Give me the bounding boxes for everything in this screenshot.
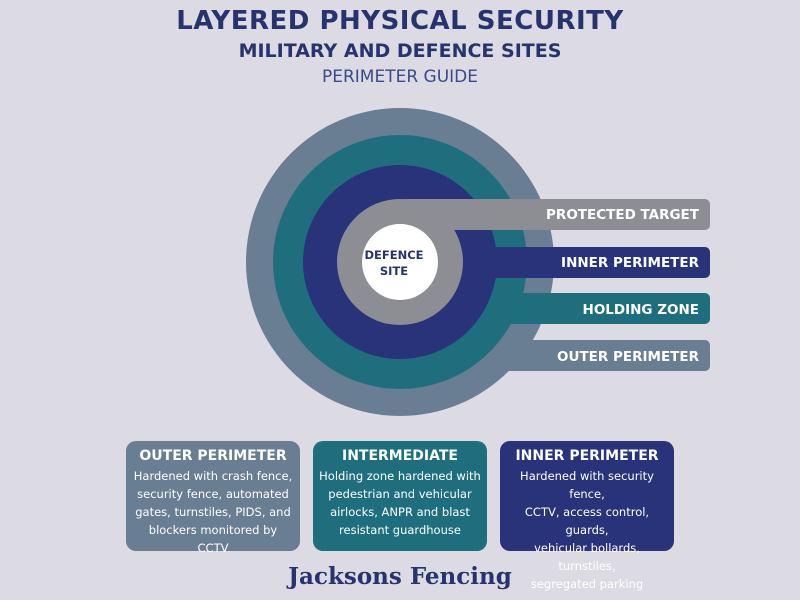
brand-logo-text: Jacksons Fencing xyxy=(288,563,512,590)
center-label-line2: SITE xyxy=(380,264,408,278)
card-title: OUTER PERIMETER xyxy=(139,448,287,464)
outer-perimeter-card: OUTER PERIMETER Hardened with crash fenc… xyxy=(126,441,300,555)
defence-site-center xyxy=(362,224,438,300)
outer-perimeter-label: OUTER PERIMETER xyxy=(557,349,700,365)
card-line: blockers monitored by CCTV xyxy=(148,523,278,555)
inner-perimeter-card: INNER PERIMETER Hardened with security f… xyxy=(500,441,674,591)
card-line: CCTV, access control, guards, xyxy=(524,505,650,537)
page-subtitle-secondary: PERIMETER GUIDE xyxy=(321,67,479,87)
inner-perimeter-tab xyxy=(400,247,710,278)
card-body: Holding zone hardened with pedestrian an… xyxy=(313,467,487,539)
protected-target-label: PROTECTED TARGET xyxy=(546,207,700,223)
holding-zone-label: HOLDING ZONE xyxy=(583,302,699,318)
card-line: segregated parking xyxy=(530,577,644,591)
card-body: Hardened with security fence, CCTV, acce… xyxy=(500,467,674,593)
card-line: airlocks, ANPR and blast xyxy=(330,505,470,519)
center-label-line1: DEFENCE xyxy=(364,248,423,262)
card-body: Hardened with crash fence, security fenc… xyxy=(126,467,300,557)
card-line: Hardened with security fence, xyxy=(520,469,654,501)
inner-perimeter-label: INNER PERIMETER xyxy=(561,255,700,271)
card-line: vehicular bollards, turnstiles, xyxy=(534,541,640,573)
card-line: Holding zone hardened with xyxy=(319,469,481,483)
protected-target-tab xyxy=(400,199,710,230)
page-title: LAYERED PHYSICAL SECURITY xyxy=(176,6,624,36)
page-subtitle: MILITARY AND DEFENCE SITES xyxy=(238,40,562,62)
card-title: INNER PERIMETER xyxy=(515,448,659,464)
card-title: INTERMEDIATE xyxy=(341,448,458,464)
card-line: pedestrian and vehicular xyxy=(328,487,472,501)
card-line: gates, turnstiles, PIDS, and xyxy=(135,505,291,519)
card-line: security fence, automated xyxy=(137,487,289,501)
card-line: Hardened with crash fence, xyxy=(133,469,293,483)
intermediate-card: INTERMEDIATE Holding zone hardened with … xyxy=(313,441,487,551)
card-line: resistant guardhouse xyxy=(339,523,461,537)
